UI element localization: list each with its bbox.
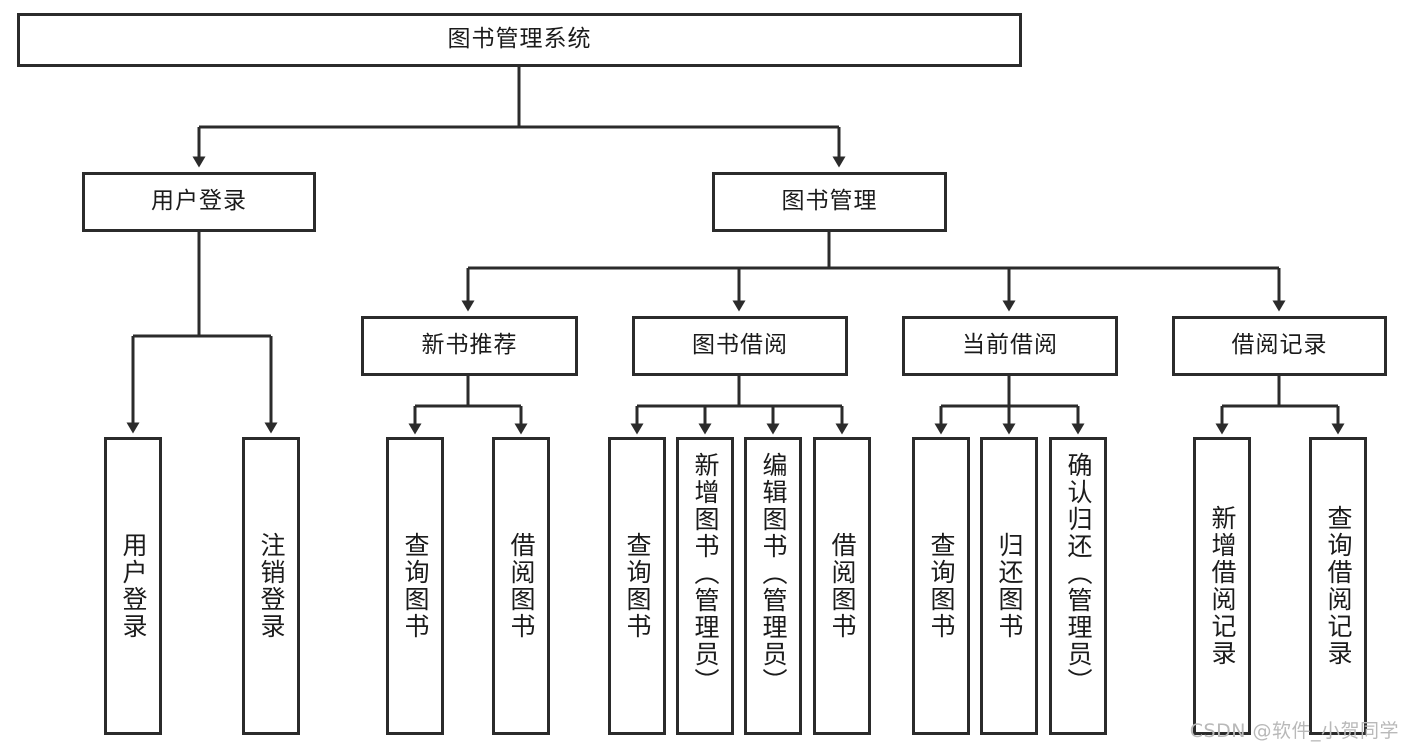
node-leaf-query-book-2[interactable]: 查询图书	[608, 437, 666, 735]
node-leaf-logout-login-label: 注销登录	[257, 532, 286, 640]
node-leaf-add-book[interactable]: 新增图书（管理员）	[676, 437, 734, 735]
node-book-management[interactable]: 图书管理	[712, 172, 947, 232]
node-borrow-record[interactable]: 借阅记录	[1172, 316, 1387, 376]
node-leaf-user-login-label: 用户登录	[119, 532, 148, 640]
node-leaf-query-book-2-label: 查询图书	[623, 532, 652, 640]
node-book-borrow[interactable]: 图书借阅	[632, 316, 848, 376]
node-leaf-add-borrow-record[interactable]: 新增借阅记录	[1193, 437, 1251, 735]
node-user-login-label: 用户登录	[151, 188, 247, 215]
node-leaf-logout-login[interactable]: 注销登录	[242, 437, 300, 735]
node-leaf-query-book-3[interactable]: 查询图书	[912, 437, 970, 735]
node-current-borrow[interactable]: 当前借阅	[902, 316, 1118, 376]
node-root[interactable]: 图书管理系统	[17, 13, 1022, 67]
node-leaf-edit-book-label: 编辑图书（管理员）	[759, 452, 788, 695]
node-leaf-confirm-return[interactable]: 确认归还（管理员）	[1049, 437, 1107, 735]
node-leaf-user-login[interactable]: 用户登录	[104, 437, 162, 735]
node-borrow-record-label: 借阅记录	[1231, 332, 1328, 359]
node-leaf-return-book[interactable]: 归还图书	[980, 437, 1038, 735]
node-leaf-query-book-1-label: 查询图书	[401, 532, 430, 640]
node-leaf-edit-book[interactable]: 编辑图书（管理员）	[744, 437, 802, 735]
node-leaf-borrow-book-1[interactable]: 借阅图书	[492, 437, 550, 735]
node-book-management-label: 图书管理	[781, 188, 878, 215]
node-leaf-query-book-1[interactable]: 查询图书	[386, 437, 444, 735]
node-new-book-recommend[interactable]: 新书推荐	[361, 316, 578, 376]
node-leaf-query-borrow-record[interactable]: 查询借阅记录	[1309, 437, 1367, 735]
node-book-borrow-label: 图书借阅	[692, 332, 788, 359]
node-leaf-query-book-3-label: 查询图书	[927, 532, 956, 640]
node-current-borrow-label: 当前借阅	[962, 332, 1058, 359]
node-leaf-add-book-label: 新增图书（管理员）	[691, 452, 720, 695]
node-leaf-query-borrow-record-label: 查询借阅记录	[1324, 505, 1353, 667]
node-leaf-return-book-label: 归还图书	[995, 532, 1024, 640]
node-leaf-borrow-book-2-label: 借阅图书	[828, 532, 857, 640]
watermark-text: CSDN @软件_小贺同学	[1189, 720, 1399, 742]
node-new-book-recommend-label: 新书推荐	[421, 332, 518, 359]
node-user-login[interactable]: 用户登录	[82, 172, 316, 232]
node-leaf-borrow-book-2[interactable]: 借阅图书	[813, 437, 871, 735]
node-leaf-confirm-return-label: 确认归还（管理员）	[1064, 452, 1093, 695]
node-root-label: 图书管理系统	[447, 26, 592, 53]
node-leaf-borrow-book-1-label: 借阅图书	[507, 532, 536, 640]
node-leaf-add-borrow-record-label: 新增借阅记录	[1208, 505, 1237, 667]
